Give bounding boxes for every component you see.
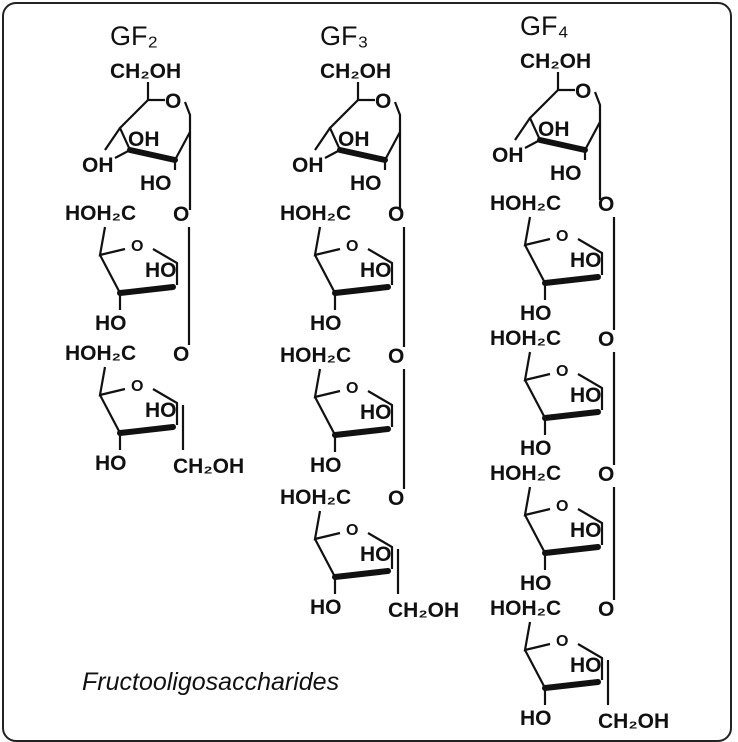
glucose-oh-bonds [104, 127, 131, 159]
column-label-gf3: GF₃ [320, 21, 369, 51]
fructose-ho-bottom-label: HO [95, 452, 127, 475]
fructose-link-o-label: O [173, 343, 189, 366]
fructose-ho-inner-label: HO [570, 654, 602, 677]
fructose-ho-bottom-label: HO [95, 312, 127, 335]
fructose-ring-o-label: O [346, 380, 358, 397]
fructose-ring-o-label: O [346, 522, 358, 539]
fructose-ring-left-bond [524, 514, 546, 554]
glucose-ch2oh-label: CH₂OH [320, 60, 391, 83]
fructose-ho-inner-label: HO [570, 519, 602, 542]
fructose-ho-bottom-label: HO [310, 312, 342, 335]
glucose-ring-front-edge [537, 137, 588, 153]
fructose-ho-inner-label: HO [360, 401, 392, 424]
glucose-ring-front-edge [127, 147, 178, 163]
fructose-link-o-label: O [388, 203, 404, 226]
fructose-ring-front-edge [117, 284, 176, 296]
fructose-link-o-label: O [388, 345, 404, 368]
glucose-ring-o-label: O [375, 90, 391, 113]
fructose-ring-left-bond [314, 254, 336, 294]
glucose-ho-bottom-label: HO [550, 162, 582, 185]
fructose-ho-inner-label: HO [570, 384, 602, 407]
fructose-ring-o-label: O [131, 238, 143, 255]
fructose-ring-left-bond [524, 649, 546, 689]
fructose-ring-front-edge [542, 679, 601, 691]
fructose-ring-front-edge [117, 424, 176, 436]
fructose-ring-o-label: O [556, 363, 568, 380]
glucose-ch2oh-label: CH₂OH [520, 50, 591, 73]
fructose-ring-left-bond [524, 244, 546, 284]
fructose-link-o-label: O [173, 203, 189, 226]
fructose-ho-bottom-label: HO [310, 454, 342, 477]
fructose-link-o-label: O [598, 463, 614, 486]
glucose-oh-left-label: OH [292, 154, 324, 177]
glucose-ch2oh-label: CH₂OH [110, 60, 181, 83]
fructose-ring-o-label: O [346, 238, 358, 255]
fructose-hoh2c-label: HOH₂C [280, 202, 351, 225]
fructose-ring-front-edge [332, 568, 391, 580]
fructose-ho-inner-label: HO [360, 259, 392, 282]
fructose-ring-front-edge [542, 409, 601, 421]
fructose-ring-o-label: O [556, 633, 568, 650]
fructose-ho-inner-label: HO [570, 249, 602, 272]
glucose-ring-front-edge [337, 147, 388, 163]
glucose-ring-o-label: O [165, 90, 181, 113]
fructose-ring-front-edge [332, 284, 391, 296]
fructose-terminal-ch2oh-label: CH₂OH [388, 599, 459, 622]
fructose-ho-inner-label: HO [360, 543, 392, 566]
glucose-ring-bonds [118, 98, 192, 161]
glucose-oh-bonds [314, 127, 341, 159]
fructose-ring-o-label: O [556, 228, 568, 245]
fructose-ho-bottom-label: HO [520, 302, 552, 325]
fructose-ring-left-bond [314, 538, 336, 578]
fructose-hoh2c-label: HOH₂C [65, 202, 136, 225]
fructose-ring-front-edge [542, 274, 601, 286]
glucose-oh-bonds [514, 117, 541, 149]
fructose-ring-front-edge [542, 544, 601, 556]
glucose-oh-left-label: OH [82, 154, 114, 177]
fructose-terminal-ch2oh-label: CH₂OH [598, 710, 669, 733]
fructose-hoh2c-label: HOH₂C [280, 344, 351, 367]
fructose-link-o-label: O [598, 193, 614, 216]
fructose-ho-bottom-label: HO [520, 572, 552, 595]
fructose-hoh2c-label: HOH₂C [490, 192, 561, 215]
fructose-ho-bottom-label: HO [310, 596, 342, 619]
fructose-hoh2c-label: HOH₂C [280, 486, 351, 509]
column-label-gf2: GF₂ [110, 21, 158, 51]
glucose-ring-bonds [328, 98, 402, 161]
fructose-ring-o-label: O [556, 498, 568, 515]
fructose-link-o-label: O [598, 598, 614, 621]
fructose-ho-bottom-label: HO [520, 707, 552, 730]
fructose-ho-inner-label: HO [145, 399, 177, 422]
fructose-hoh2c-label: HOH₂C [490, 327, 561, 350]
glucose-oh-inner-label: OH [538, 118, 570, 141]
diagram-title: Fructooligosaccharides [82, 668, 339, 696]
fructose-ho-inner-label: HO [145, 259, 177, 282]
fructose-ring-left-bond [99, 394, 121, 434]
fructose-ring-o-label: O [131, 378, 143, 395]
fructose-terminal-ch2oh-label: CH₂OH [173, 455, 244, 478]
fructose-ring-front-edge [332, 426, 391, 438]
fructose-link-o-label: O [388, 487, 404, 510]
fructose-ring-left-bond [524, 379, 546, 419]
fructose-link-o-label: O [598, 328, 614, 351]
fructose-ho-bottom-label: HO [520, 437, 552, 460]
fructose-hoh2c-label: HOH₂C [65, 342, 136, 365]
fructose-hoh2c-label: HOH₂C [490, 597, 561, 620]
glucose-ho-bottom-label: HO [140, 172, 172, 195]
glucose-oh-inner-label: OH [338, 128, 370, 151]
fructose-ring-left-bond [314, 396, 336, 436]
fructose-hoh2c-label: HOH₂C [490, 462, 561, 485]
glucose-ring-o-label: O [575, 80, 591, 103]
glucose-oh-left-label: OH [492, 144, 524, 167]
fructose-ring-left-bond [99, 254, 121, 294]
column-label-gf4: GF₄ [520, 11, 569, 41]
glucose-oh-inner-label: OH [128, 128, 160, 151]
glucose-ho-bottom-label: HO [350, 172, 382, 195]
